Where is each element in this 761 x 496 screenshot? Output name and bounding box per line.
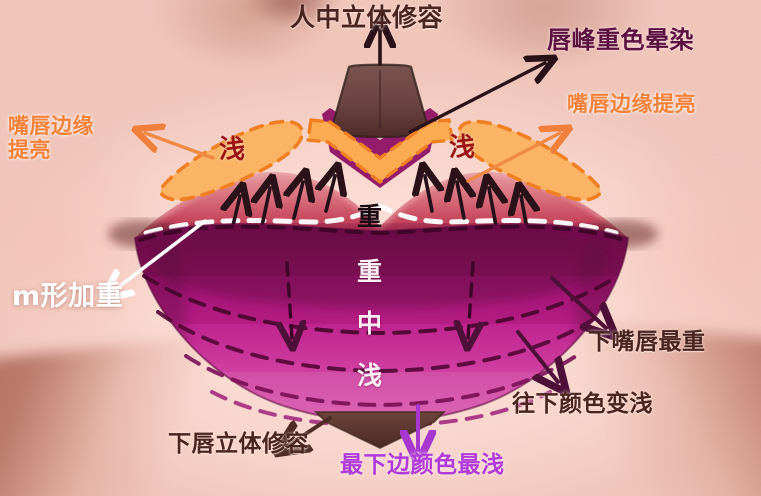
highlight-right-fill [458, 121, 601, 200]
label-philtrum-contour: 人中立体修容 [290, 3, 444, 32]
arrow-up-icon [294, 182, 303, 220]
label-lip-edge-highlight-right: 嘴唇边缘提亮 [567, 92, 696, 116]
arrow-edge-highlight-right-icon [466, 133, 560, 183]
divider-2-dash [156, 310, 606, 374]
cupids-bow-highlight-fill [308, 120, 452, 182]
label-band-1-intensity: 重 [357, 202, 383, 231]
label-lower-lip-contour: 下唇立体修容 [168, 431, 309, 457]
highlight-left-fill [160, 121, 303, 200]
label-lip-edge-highlight-left: 嘴唇边缘 提亮 [8, 114, 94, 162]
label-color-lighter-downward: 往下颜色变浅 [512, 391, 653, 417]
upper-lip-edge-highlight-left [158, 119, 304, 202]
label-shallow-left: 浅 [219, 135, 246, 165]
label-lower-lip-heaviest: 下嘴唇最重 [588, 329, 706, 355]
label-band-4-intensity: 浅 [357, 361, 383, 390]
label-m-shape-emphasis: m形加重 [12, 281, 124, 312]
arrow-down-icon [287, 261, 292, 338]
arrow-lip-peak-icon [408, 63, 545, 134]
arrow-up-icon [425, 176, 432, 213]
label-band-3-intensity: 中 [357, 309, 383, 338]
arrow-lower-contour-icon [287, 416, 332, 446]
highlight-left-dash [158, 119, 304, 202]
label-shallow-right: 浅 [449, 133, 476, 163]
arrow-up-icon [457, 182, 464, 220]
arrow-up-icon [262, 188, 270, 228]
label-lip-peak-deep-blend: 唇峰重色晕染 [547, 26, 694, 54]
lower-lip-top-shade [150, 224, 610, 308]
label-band-2-intensity: 重 [357, 257, 383, 286]
divider-0-dash [138, 224, 626, 242]
lower-lip-band-dividers [138, 224, 626, 429]
label-bottom-edge-lightest: 最下边颜色最浅 [340, 452, 505, 478]
arrow-down-lighter-icon [516, 330, 558, 382]
arrow-down-icon [468, 261, 473, 338]
arrow-m-shape-icon [112, 219, 207, 292]
chin-shadow-triangle [316, 412, 444, 448]
arrow-up-icon [326, 176, 335, 213]
arrow-lower-heaviest-icon [550, 276, 606, 328]
lower-lip-chin-contour [313, 411, 447, 449]
upper-lipline-dash-path [143, 203, 619, 236]
divider-3-dash [184, 354, 578, 408]
philtrum-contour-shape [329, 63, 431, 139]
arrow-edge-highlight-left-icon [145, 133, 215, 160]
upper-lip-edge-highlight-right [457, 119, 603, 202]
highlight-right-dash [457, 119, 603, 202]
upper-lipline-white-dash [143, 203, 619, 236]
divider-1-dash [142, 274, 620, 336]
arrow-up-icon [489, 188, 496, 228]
cupids-bow-highlight-dash [306, 118, 454, 185]
upper-lip-blend-arrows [231, 176, 528, 236]
cupids-bow-highlight [306, 118, 454, 185]
